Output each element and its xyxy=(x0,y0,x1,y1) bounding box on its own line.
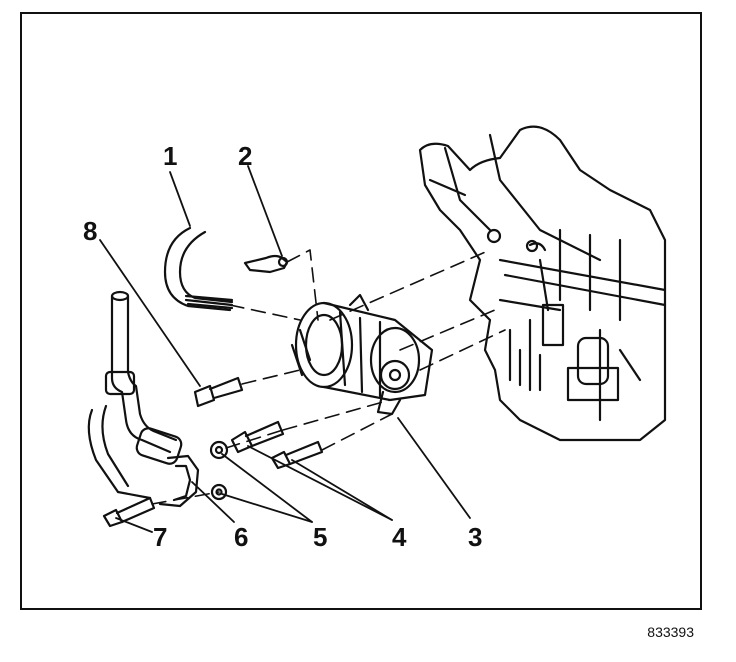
callout-8: 8 xyxy=(83,216,98,246)
engine-block xyxy=(418,125,667,442)
diagram-frame xyxy=(20,12,702,610)
callout-6: 6 xyxy=(234,522,249,552)
alignment-lines xyxy=(151,249,506,505)
item-8-bolt xyxy=(193,376,244,408)
callout-1: 1 xyxy=(163,141,178,171)
alternator xyxy=(290,293,434,416)
item-6-bracket xyxy=(158,454,200,508)
callout-4: 4 xyxy=(392,522,407,552)
item-7-bolt xyxy=(102,496,156,528)
item-1-hose xyxy=(163,226,234,312)
callout-3: 3 xyxy=(468,522,483,552)
item-2-connector xyxy=(243,254,289,274)
pipe-assembly xyxy=(87,290,183,500)
callout-5: 5 xyxy=(313,522,328,552)
item-4-bolts xyxy=(230,420,324,470)
leader-lines xyxy=(99,165,471,533)
figure-id: 833393 xyxy=(647,624,694,640)
callout-7: 7 xyxy=(153,522,168,552)
item-5-washers xyxy=(209,440,229,501)
callout-2: 2 xyxy=(238,141,253,171)
